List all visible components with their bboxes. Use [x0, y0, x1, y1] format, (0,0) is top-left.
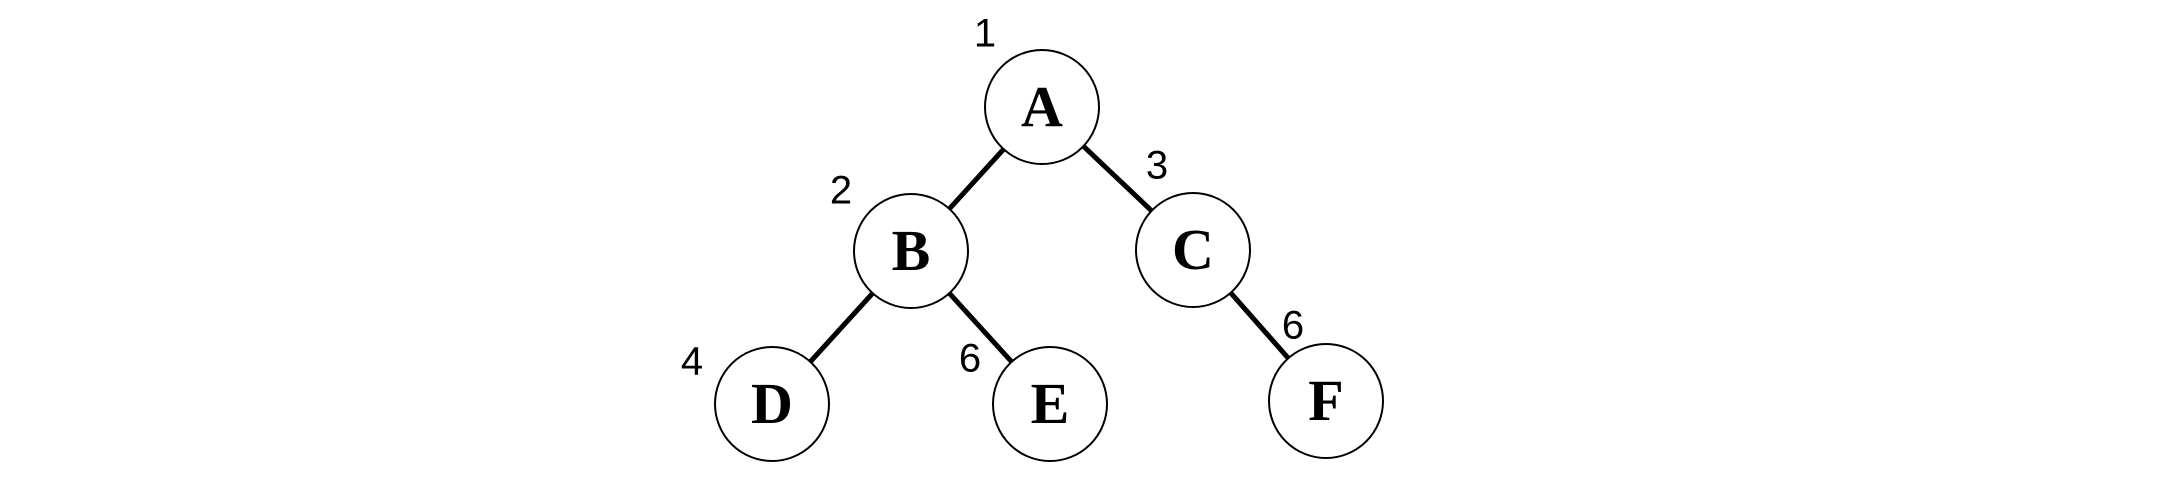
- node-annotation-A: 1: [974, 11, 996, 55]
- tree-node-C: [1135, 192, 1251, 308]
- tree-node-D: [714, 346, 830, 462]
- node-annotation-E: 6: [959, 336, 981, 380]
- tree-node-B: [853, 193, 969, 309]
- node-annotation-B: 2: [830, 168, 852, 212]
- node-label-B: B: [892, 218, 931, 283]
- node-annotation-D: 4: [681, 339, 703, 383]
- node-annotation-C: 3: [1146, 143, 1168, 187]
- node-label-D: D: [751, 371, 793, 436]
- tree-node-E: [992, 346, 1108, 462]
- node-annotation-F: 6: [1282, 303, 1304, 347]
- node-label-A: A: [1021, 74, 1063, 139]
- node-label-F: F: [1308, 368, 1343, 433]
- tree-node-F: [1268, 343, 1384, 459]
- node-label-C: C: [1172, 217, 1214, 282]
- tree-node-A: [984, 49, 1100, 165]
- node-label-E: E: [1031, 371, 1070, 436]
